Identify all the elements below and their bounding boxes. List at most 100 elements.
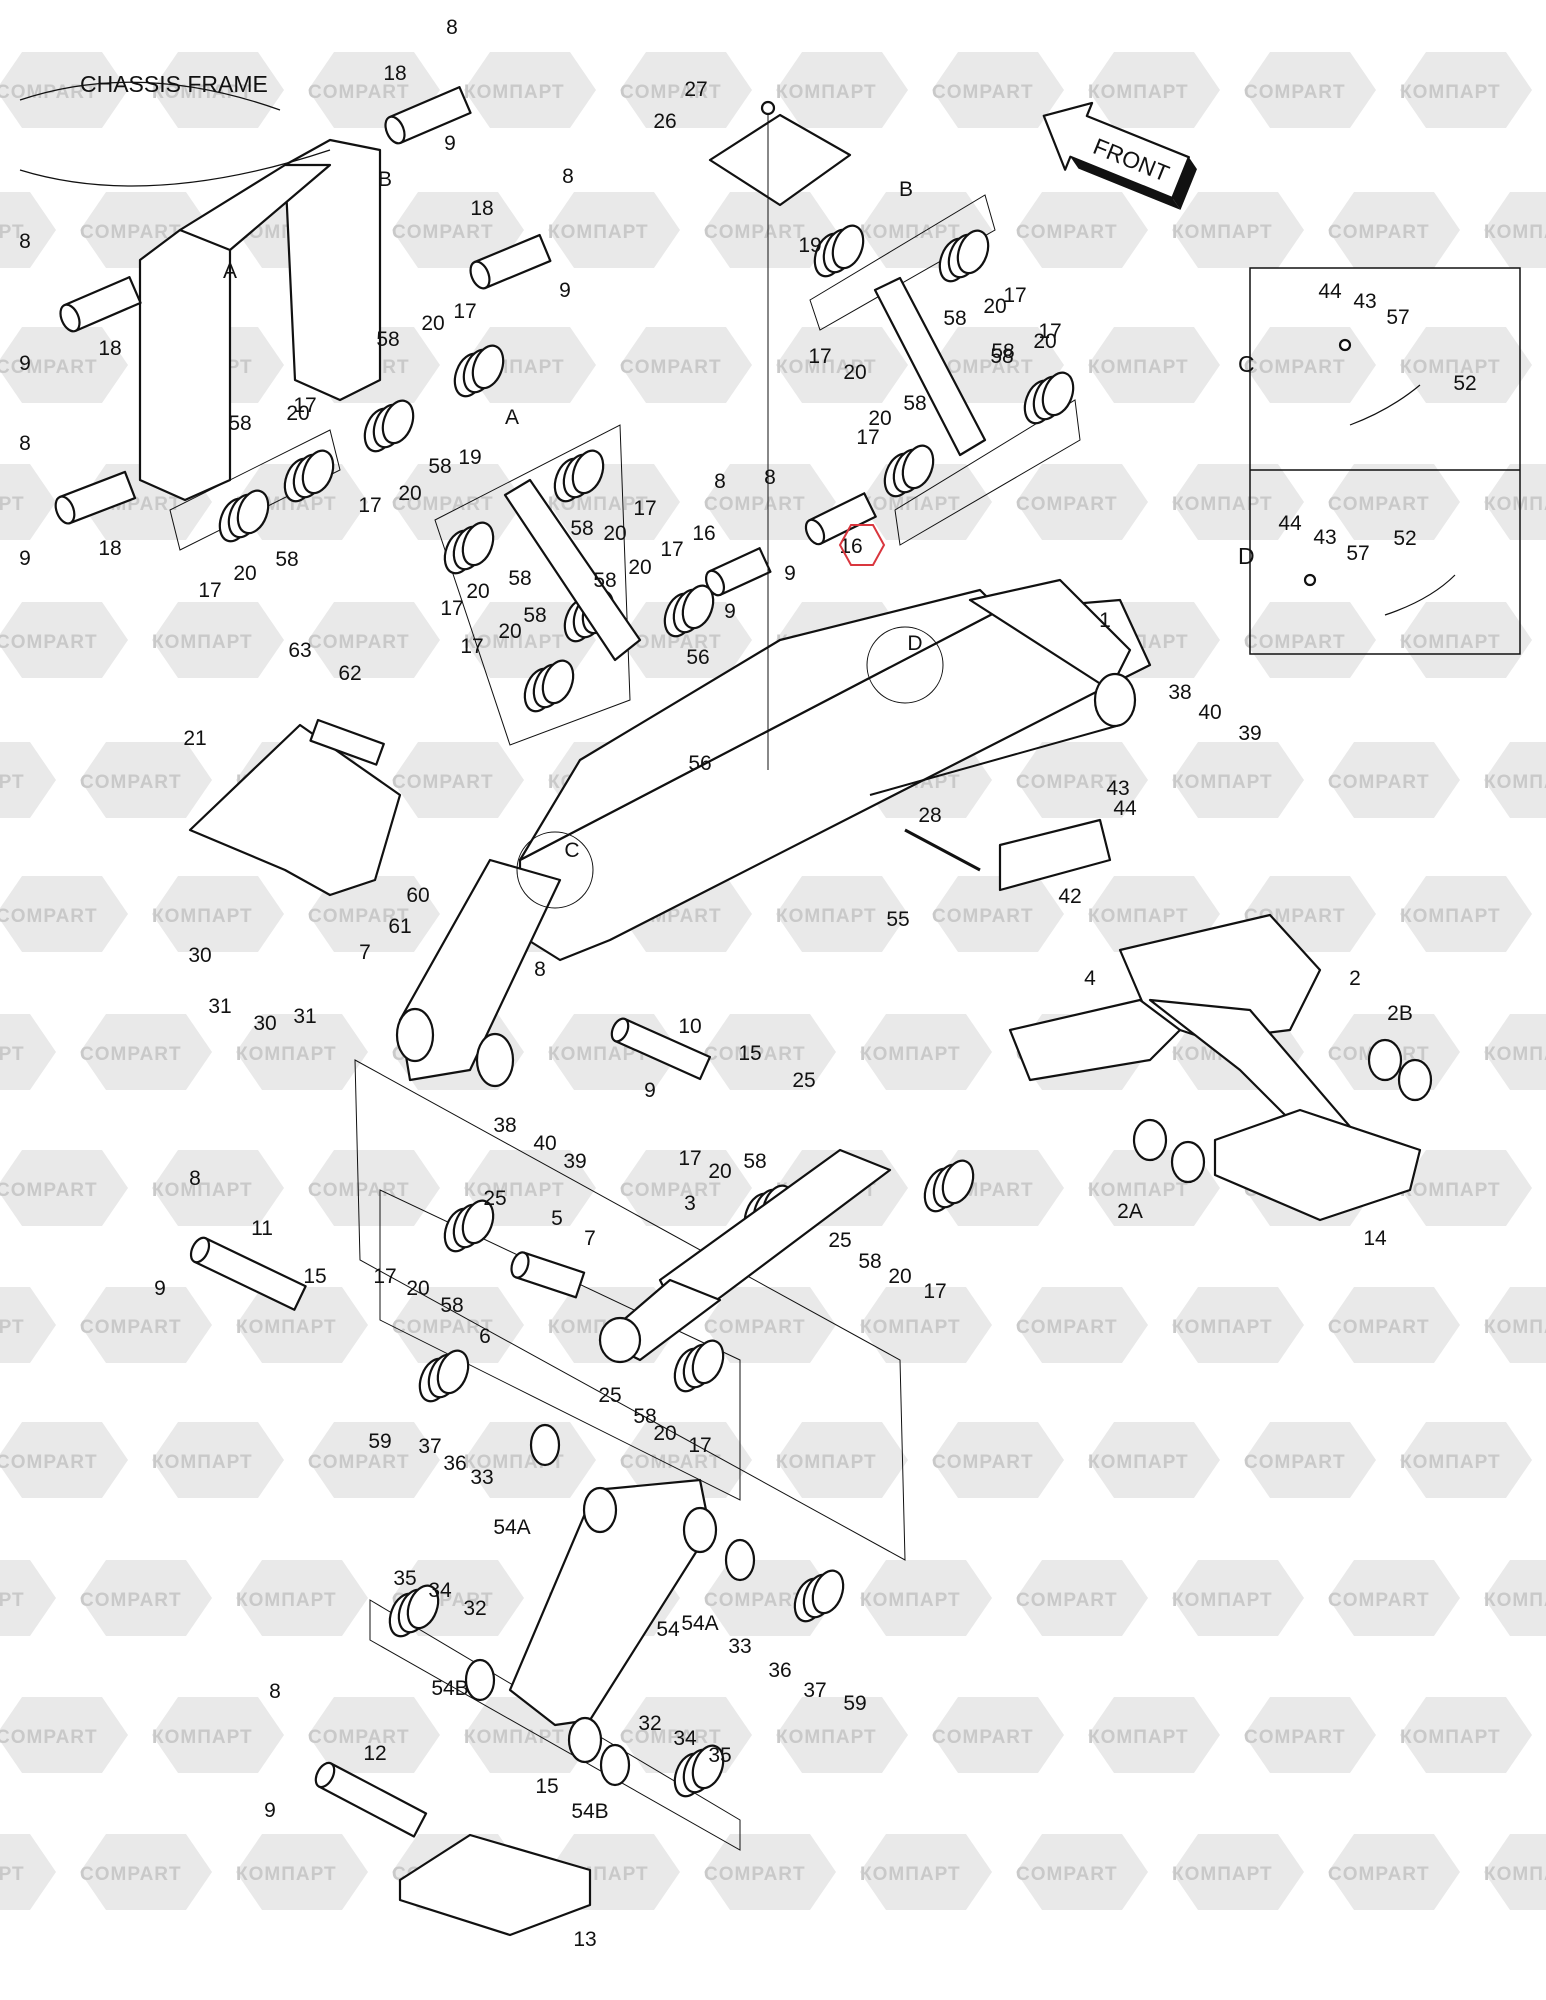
watermark-text: КОМПАРТ xyxy=(236,1590,337,1611)
watermark-tile: КОМПАРТ xyxy=(236,1014,368,1090)
watermark-text: КОМПАРТ xyxy=(236,1864,337,1885)
watermark-text: COMPART xyxy=(0,906,98,927)
callout-label: 8 xyxy=(764,466,776,489)
chassis-frame-label: CHASSIS FRAME xyxy=(80,71,268,97)
callout-label: 20 xyxy=(708,1160,731,1183)
callout-label: 58 xyxy=(943,307,966,330)
watermark-text: КОМПАРТ xyxy=(0,772,25,793)
watermark-tile: КОМПАРТ xyxy=(1172,742,1304,818)
callout-label: 37 xyxy=(803,1679,826,1702)
watermark-text: COMPART xyxy=(704,1044,806,1065)
pin-10 xyxy=(610,1017,711,1081)
pin-5 xyxy=(510,1251,586,1299)
watermark-tile: КОМПАРТ xyxy=(0,192,56,268)
watermark-tile: КОМПАРТ xyxy=(860,1560,992,1636)
watermark-tile: COMPART xyxy=(704,1834,836,1910)
watermark-text: COMPART xyxy=(0,1180,98,1201)
watermark-text: КОМПАРТ xyxy=(860,1317,961,1338)
boom-1-head xyxy=(968,578,1132,692)
callout-label: 38 xyxy=(493,1114,516,1137)
washer-stack xyxy=(388,1584,440,1638)
watermark-text: COMPART xyxy=(80,1590,182,1611)
callout-label: 17 xyxy=(1003,284,1026,307)
detail-circle-d xyxy=(866,626,944,704)
watermark-text: КОМПАРТ xyxy=(776,1727,877,1748)
callout-label: 17 xyxy=(660,538,683,561)
watermark-tile: КОМПАРТ xyxy=(0,1014,56,1090)
watermark-text: COMPART xyxy=(308,82,410,103)
watermark-text: КОМПАРТ xyxy=(0,222,25,243)
watermark-tile: COMPART xyxy=(932,1422,1064,1498)
watermark-text: COMPART xyxy=(1016,1864,1118,1885)
watermark-text: КОМПАРТ xyxy=(1400,82,1501,103)
watermark-text: COMPART xyxy=(620,1180,722,1201)
watermark-tile: КОМПАРТ xyxy=(152,1150,284,1226)
watermark-tile: COMPART xyxy=(308,1697,440,1773)
watermark-tile: COMPART xyxy=(392,192,524,268)
watermark-tile: COMPART xyxy=(620,1150,752,1226)
bushing-54B xyxy=(464,1658,496,1702)
watermark-text: COMPART xyxy=(1016,772,1118,793)
watermark-text: КОМПАРТ xyxy=(776,357,877,378)
watermark-text: КОМПАРТ xyxy=(236,1044,337,1065)
callout-label: 3 xyxy=(684,1192,696,1215)
watermark-text: COMPART xyxy=(1244,357,1346,378)
watermark-text: КОМПАРТ xyxy=(1172,1864,1273,1885)
boom-1-top xyxy=(518,588,1002,862)
chassis-plate xyxy=(138,228,232,502)
callout-label: 31 xyxy=(208,995,231,1018)
washer-stack xyxy=(218,489,270,543)
callout-label: 54B xyxy=(431,1677,468,1700)
callout-label: 57 xyxy=(1386,306,1409,329)
washer-stack xyxy=(443,1199,495,1253)
callout-label: 20 xyxy=(628,556,651,579)
callout-label: 14 xyxy=(1363,1227,1387,1250)
watermark-tile: КОМПАРТ xyxy=(1400,876,1532,952)
washer-stack xyxy=(938,229,990,283)
hinge xyxy=(309,718,385,766)
bushing-2B xyxy=(1367,1038,1403,1082)
callout-label: 30 xyxy=(188,944,211,967)
callout-label: 15 xyxy=(738,1042,761,1065)
callout-label: 52 xyxy=(1393,527,1416,550)
watermark-tile: COMPART xyxy=(0,602,128,678)
watermark-tile: COMPART xyxy=(932,52,1064,128)
washer-stack xyxy=(793,1569,845,1623)
callout-label: 58 xyxy=(376,328,399,351)
cover-21 xyxy=(188,723,402,897)
watermark-text: КОМПАРТ xyxy=(1172,1317,1273,1338)
highlight-marker xyxy=(838,524,886,566)
watermark-tile: COMPART xyxy=(1244,52,1376,128)
watermark-text: КОМПАРТ xyxy=(0,1864,25,1885)
watermark-text: COMPART xyxy=(932,82,1034,103)
watermark-tile: COMPART xyxy=(932,327,1064,403)
bushing-2B xyxy=(1397,1058,1433,1102)
watermark-text: КОМПАРТ xyxy=(860,1044,961,1065)
callout-label: 35 xyxy=(393,1567,416,1590)
watermark-tile: COMPART xyxy=(620,602,752,678)
bracket-4 xyxy=(1008,998,1182,1082)
watermark-tile: COMPART xyxy=(308,1422,440,1498)
callout-label: 34 xyxy=(428,1579,452,1602)
watermark-text: КОМПАРТ xyxy=(152,1452,253,1473)
watermark-text: КОМПАРТ xyxy=(860,1590,961,1611)
bushing-54B xyxy=(599,1743,631,1787)
callout-label: 55 xyxy=(886,908,909,931)
watermark-tile: COMPART xyxy=(1244,1697,1376,1773)
callout-label: 17 xyxy=(460,635,483,658)
watermark-tile: КОМПАРТ xyxy=(1088,327,1220,403)
watermark-tile: COMPART xyxy=(80,1834,212,1910)
watermark-text: COMPART xyxy=(80,772,182,793)
watermark-text: COMPART xyxy=(620,357,722,378)
callout-label: 8 xyxy=(446,16,458,39)
callout-label: 36 xyxy=(768,1659,791,1682)
callout-label: 17 xyxy=(358,494,381,517)
callout-label: 20 xyxy=(286,402,309,425)
washer-stack xyxy=(418,1349,470,1403)
watermark-tile: КОМПАРТ xyxy=(1172,1834,1304,1910)
callout-label: 17 xyxy=(856,426,879,449)
watermark-text: КОМПАРТ xyxy=(152,632,253,653)
watermark-tile: КОМПАРТ xyxy=(1172,192,1304,268)
watermark-tile: КОМПАРТ xyxy=(548,192,680,268)
